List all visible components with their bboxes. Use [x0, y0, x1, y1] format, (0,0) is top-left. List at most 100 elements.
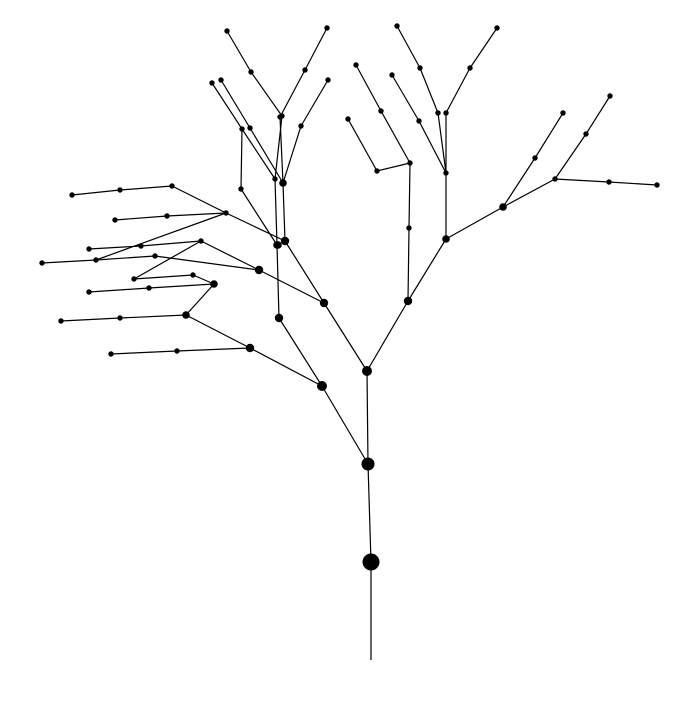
tree-edge	[278, 317, 323, 387]
tree-node	[164, 213, 170, 219]
tree-node	[499, 203, 507, 211]
tree-edges	[41, 25, 658, 660]
tree-node	[198, 238, 204, 244]
tree-node	[389, 72, 395, 78]
tree-edge	[176, 347, 251, 352]
tree-edge	[366, 370, 369, 465]
tree-node	[532, 155, 538, 161]
tree-node	[210, 280, 218, 288]
tree-node	[361, 457, 375, 471]
tree-edge	[554, 178, 610, 183]
tree-node	[152, 253, 158, 259]
tree-edge	[396, 25, 421, 69]
tree-node	[552, 176, 558, 182]
tree-node	[607, 93, 613, 99]
tree-edge	[60, 317, 121, 322]
tree-edge	[408, 162, 411, 229]
tree-edge	[321, 385, 369, 465]
tree-edge	[445, 67, 471, 114]
tree-node	[374, 168, 380, 174]
tree-node	[298, 123, 304, 129]
tree-edge	[119, 185, 173, 191]
tree-edge	[282, 182, 286, 242]
tree-edge	[279, 116, 284, 184]
tree-edge	[250, 71, 283, 117]
tree-node	[467, 65, 473, 71]
tree-node	[416, 118, 422, 124]
tree-node	[302, 67, 308, 73]
tree-node	[406, 225, 412, 231]
tree-edge	[608, 181, 658, 186]
tree-edge	[585, 95, 611, 135]
tree-node	[218, 77, 224, 83]
tree-edge	[133, 240, 202, 280]
tree-edge	[407, 227, 410, 302]
tree-edge	[249, 347, 323, 387]
tree-node	[362, 366, 372, 376]
tree-node	[182, 311, 190, 319]
tree-edge	[220, 79, 251, 129]
tree-edge	[391, 74, 420, 122]
tree-edge	[502, 157, 536, 208]
tree-edge	[380, 110, 411, 164]
tree-edge	[200, 240, 260, 271]
tree-node	[378, 108, 384, 114]
tree-nodes	[39, 23, 660, 571]
tree-edge	[367, 463, 372, 563]
tree-node	[324, 25, 330, 31]
tree-edge	[154, 255, 260, 271]
tree-node	[117, 187, 123, 193]
tree-node	[362, 553, 380, 571]
tree-node	[248, 69, 254, 75]
tree-edge	[166, 212, 227, 217]
tree-node	[39, 260, 45, 266]
tree-edge	[258, 269, 325, 304]
tree-node	[435, 110, 441, 116]
tree-edge	[274, 178, 278, 246]
tree-node	[138, 243, 144, 249]
tree-node	[583, 131, 589, 137]
tree-edge	[95, 255, 156, 261]
tree-node	[108, 351, 114, 357]
tree-node	[254, 265, 264, 275]
tree-edge	[192, 274, 215, 285]
tree-edge	[418, 120, 447, 174]
tree-node	[169, 183, 175, 189]
tree-node	[277, 114, 283, 120]
tree-edge	[240, 188, 278, 246]
tree-node	[417, 65, 423, 71]
tree-node	[274, 313, 284, 323]
tree-node	[654, 182, 660, 188]
tree-node	[345, 116, 351, 122]
tree-node	[174, 348, 180, 354]
tree-edge	[249, 127, 284, 184]
tree-edge	[241, 128, 276, 180]
tree-edge	[366, 300, 409, 372]
tree-node	[317, 381, 327, 391]
tree-node	[247, 125, 253, 131]
tree-edge	[279, 69, 306, 118]
tree-node	[407, 160, 413, 166]
tree-node	[606, 179, 612, 185]
tree-edge	[71, 189, 121, 196]
tree-edge	[114, 215, 168, 221]
tree-edge	[211, 82, 243, 130]
tree-node	[239, 126, 245, 132]
tree-node	[272, 176, 278, 182]
tree-node	[560, 110, 566, 116]
tree-edge	[323, 302, 368, 372]
tree-edge	[133, 274, 194, 280]
tree-node	[146, 285, 152, 291]
tree-edge	[304, 27, 328, 71]
tree-node	[58, 318, 64, 324]
tree-edge	[407, 238, 447, 302]
tree-edge	[185, 314, 251, 349]
tree-node	[443, 170, 449, 176]
tree-edge	[554, 133, 587, 180]
tree-edge	[347, 118, 378, 172]
tree-node	[69, 192, 75, 198]
tree-node	[279, 179, 287, 187]
tree-edge	[226, 30, 252, 73]
